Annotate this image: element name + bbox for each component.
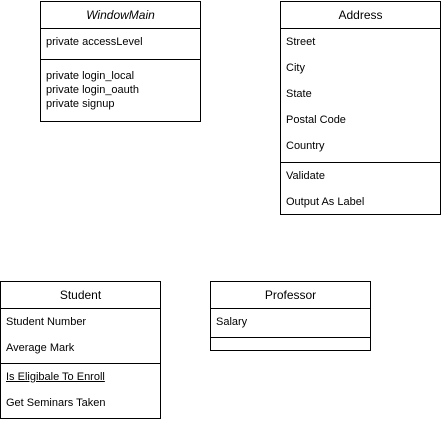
attribute: State: [286, 88, 312, 100]
attribute: City: [286, 62, 305, 74]
class-name: Address: [338, 8, 383, 22]
operation: Get Seminars Taken: [6, 397, 106, 409]
operation: private login_local: [46, 70, 135, 82]
attributes-section: Salary: [211, 308, 370, 337]
attribute: Postal Code: [286, 114, 346, 126]
attributes-section: Student Number Average Mark: [1, 308, 160, 363]
attribute: Street: [286, 36, 316, 48]
operations-section: [211, 337, 370, 350]
attribute: Student Number: [6, 316, 87, 328]
attribute: Salary: [216, 316, 248, 328]
operation: Output As Label: [286, 196, 365, 208]
operations-section: private login_local private login_oauth …: [41, 59, 200, 121]
operation-static: Is Eligibale To Enroll: [6, 371, 105, 383]
operations-section: Is Eligibale To Enroll Get Seminars Take…: [1, 363, 160, 418]
attributes-section: Street City State Postal Code Country: [281, 28, 440, 162]
attributes-section: private accessLevel: [41, 28, 200, 59]
operation: private login_oauth: [46, 84, 139, 96]
class-address[interactable]: Address Street City State Postal Code Co…: [280, 1, 441, 215]
operations-section: Validate Output As Label: [281, 162, 440, 214]
class-name: Student: [59, 288, 102, 302]
attribute: Country: [286, 140, 325, 152]
operation: private signup: [46, 98, 115, 110]
operation: Validate: [286, 170, 325, 182]
attribute: Average Mark: [6, 342, 75, 354]
class-name: Professor: [264, 288, 317, 302]
attribute: private accessLevel: [46, 36, 143, 48]
class-professor[interactable]: Professor Salary: [210, 281, 371, 351]
class-windowmain[interactable]: WindowMain private accessLevel private l…: [40, 1, 201, 122]
class-name: WindowMain: [86, 8, 155, 22]
class-student[interactable]: Student Student Number Average Mark Is E…: [0, 281, 161, 419]
